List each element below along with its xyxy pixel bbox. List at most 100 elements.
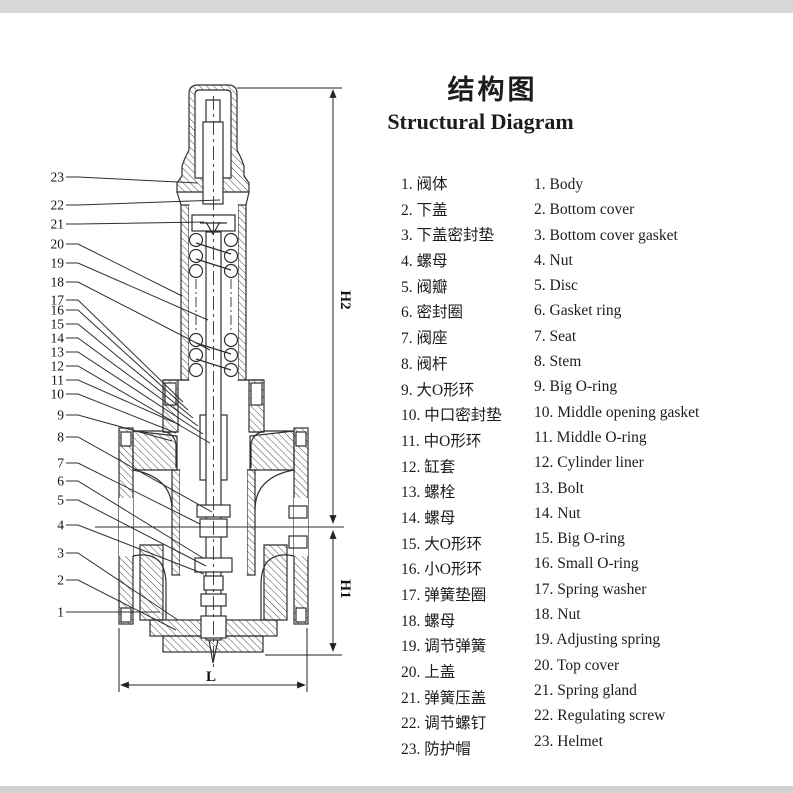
body-shoulder-left [132,430,178,471]
parts-list-item-23: 23. 防护帽 [401,741,471,759]
parts-list-item-12: 12. 缸套 [401,458,456,476]
parts-list-item-16: 16. 小O形环 [401,561,482,579]
callout-number-20: 20 [51,237,65,252]
callout-number-17: 17 [51,293,65,308]
leader-line-12 [66,365,211,444]
page-title-english: Structural Diagram [387,109,574,134]
leader-line-10 [66,393,177,434]
leader-line-18 [66,281,211,351]
parts-list-item-2: 2. Bottom cover [534,201,635,219]
parts-list-item-17: 17. 弹簧垫圈 [401,587,487,604]
parts-list-item-20: 20. 上盖 [401,664,456,682]
leader-line-3 [66,552,179,621]
parts-list-item-1: 1. 阀体 [401,176,448,193]
parts-list-item-11: 11. 中O形环 [401,432,482,450]
callout-number-14: 14 [51,331,65,346]
parts-list-item-19: 19. Adjusting spring [534,631,661,649]
leader-line-2 [66,579,177,631]
leader-line-21 [66,221,205,225]
bolt-hole-left-top [120,431,132,447]
parts-list-item-2: 2. 下盖 [401,201,448,219]
callout-number-1: 1 [57,605,64,620]
bolt-hole-right-bottom [295,607,307,623]
callout-number-4: 4 [57,518,64,533]
leader-line-17 [66,299,184,403]
leader-line-9 [66,414,173,442]
parts-list-item-20: 20. Top cover [534,656,620,674]
dimension-lines [118,87,342,692]
body-wall-left [171,469,181,576]
parts-list-english: 1. Body 2. Bottom cover 3. Bottom cover ga… [534,172,759,754]
parts-list-item-7: 7. 阀座 [401,330,448,348]
stem-foot [208,639,219,664]
parts-list-item-3: 3. Bottom cover gasket [534,226,678,244]
parts-list-item-14: 14. 螺母 [401,509,456,527]
bonnet-bolt-right [250,382,263,406]
scan-border-top [0,0,793,13]
parts-list-item-5: 5. Disc [534,277,578,295]
callout-number-11: 11 [51,373,64,388]
parts-list-item-6: 6. 密封圈 [401,304,464,322]
body-lower-right [263,544,288,621]
body-shoulder-right [249,430,295,471]
parts-list-item-7: 7. Seat [534,327,577,345]
scan-border-bottom [0,786,793,793]
parts-list-item-8: 8. 阀杆 [401,355,448,373]
parts-list-item-17: 17. Spring washer [534,580,647,598]
dimension-label-h2: H2 [337,290,353,309]
parts-list-item-15: 15. 大O形环 [401,535,482,553]
page-title-chinese: 结构图 [447,75,538,105]
callout-number-10: 10 [51,387,65,402]
parts-list-item-6: 6. Gasket ring [534,302,622,320]
parts-list-item-12: 12. Cylinder liner [534,454,644,472]
screw-tip [205,221,221,236]
regulating-screw-top [205,99,221,123]
callout-number-8: 8 [57,430,64,445]
parts-list-item-10: 10. 中口密封垫 [401,407,502,425]
bolt-hole-right-top [295,431,307,447]
parts-list-item-13: 13. Bolt [534,479,584,497]
callout-number-15: 15 [51,317,65,332]
callout-number-12: 12 [51,359,65,374]
parts-list-item-14: 14. Nut [534,504,581,522]
leader-line-19 [66,262,209,321]
callout-number-5: 5 [57,493,64,508]
leader-line-14 [66,337,199,427]
leader-line-6 [66,480,204,559]
dimension-label-h1: H1 [337,579,353,598]
leader-line-5 [66,499,207,567]
parts-list-item-22: 22. Regulating screw [534,707,666,725]
callout-number-2: 2 [57,573,64,588]
parts-list-item-18: 18. 螺母 [401,612,456,630]
leader-line-8 [66,436,213,513]
parts-list-item-9: 9. 大O形环 [401,381,475,399]
callout-number-3: 3 [57,546,64,561]
regulating-screw-body [202,121,224,205]
leader-line-23 [66,176,199,184]
callout-number-18: 18 [51,275,65,290]
callout-number-9: 9 [57,408,64,423]
valve-cross-section [95,84,344,668]
callout-number-6: 6 [57,474,64,489]
parts-list-item-11: 11. Middle O-ring [534,428,647,446]
callout-number-13: 13 [51,345,65,360]
leader-line-16 [66,309,189,411]
leader-line-13 [66,351,204,435]
parts-list-item-15: 15. Big O-ring [534,530,625,548]
parts-list-item-5: 5. 阀瓣 [401,278,448,296]
parts-list-item-21: 21. 弹簧压盖 [401,689,487,707]
parts-list-item-18: 18. Nut [534,606,581,624]
callout-number-23: 23 [51,170,65,185]
leader-line-7 [66,462,201,525]
parts-list-item-4: 4. Nut [534,251,573,269]
leader-line-4 [66,524,205,575]
top-cover-wall-right [237,204,247,381]
dimension-label-l: L [206,669,216,685]
leader-line-15 [66,323,194,419]
parts-list-item-21: 21. Spring gland [534,681,637,699]
parts-list-item-3: 3. 下盖密封垫 [401,227,495,245]
parts-list-item-13: 13. 螺栓 [401,484,456,502]
parts-list-item-1: 1. Body [534,176,584,193]
